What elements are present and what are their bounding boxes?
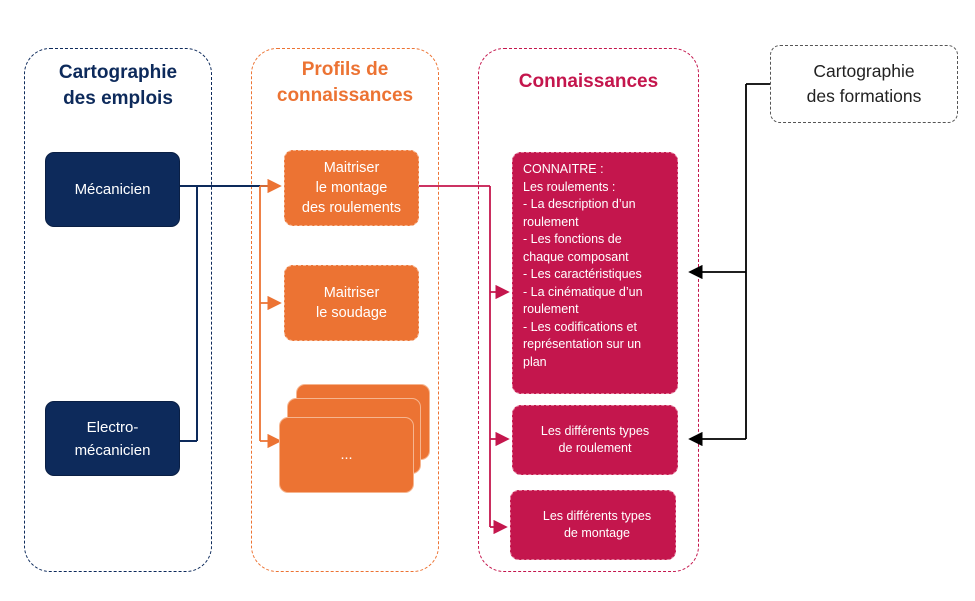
- formations-connector: [688, 83, 770, 447]
- connaissance-types-roulement: Les différents types de roulement: [512, 405, 678, 475]
- connaissance-line: - La cinématique d’un: [523, 284, 643, 299]
- profil-more-label: ...: [340, 447, 353, 463]
- emploi-mecanicien-label: Mécanicien: [74, 181, 151, 198]
- connaissance-types-montage: Les différents types de montage: [510, 490, 676, 560]
- emploi-electromecanicien-line2: mécanicien: [74, 441, 151, 459]
- emplois-connector: [180, 185, 276, 442]
- connaissance-line: roulement: [523, 214, 579, 229]
- connaissance-line: - Les fonctions de: [523, 232, 622, 246]
- connaissance-line: CONNAITRE :: [523, 162, 604, 176]
- connaissance-line: Les roulements :: [523, 179, 616, 194]
- profil-montage-line2: le montage: [315, 180, 388, 196]
- cartographie-formations: Cartographie des formations: [770, 45, 958, 123]
- emploi-mecanicien: Mécanicien: [45, 152, 180, 227]
- profil-soudage-line1: Maitriser: [323, 285, 380, 301]
- column-profils-title: Profils de connaissances: [252, 57, 438, 109]
- profil-more: ...: [279, 417, 414, 493]
- column-profils: Profils de connaissances: [251, 48, 439, 572]
- column-connaissances: Connaissances: [478, 48, 699, 572]
- connaissances-connector: [418, 185, 510, 535]
- column-connaissances-title: Connaissances: [518, 71, 659, 92]
- formations-line1: Cartographie: [813, 61, 915, 81]
- connaissance-line: représentation sur un: [523, 337, 642, 351]
- types-montage-line1: Les différents types: [542, 508, 652, 523]
- connaissance-line: - La description d’un: [523, 197, 636, 211]
- profil-montage-line3: des roulements: [301, 200, 402, 216]
- formations-line2: des formations: [806, 86, 922, 106]
- profils-connector: [259, 178, 282, 449]
- types-montage-line2: de montage: [563, 526, 631, 540]
- types-roulement-line1: Les différents types: [540, 423, 650, 438]
- types-roulement-line2: de roulement: [558, 441, 632, 455]
- column-emplois-title-line1: Cartographie: [58, 62, 178, 83]
- connaissance-roulements-text: CONNAITRE : Les roulements : - La descript…: [523, 161, 643, 371]
- connaissance-line: - Les codifications et: [523, 319, 637, 334]
- column-emplois-title-line2: des emplois: [63, 88, 173, 109]
- profil-montage-roulements: Maitriser le montage des roulements: [284, 150, 419, 226]
- column-emplois: Cartographie des emplois: [24, 48, 212, 572]
- connaissance-line: plan: [523, 354, 547, 369]
- connaissance-roulements: CONNAITRE : Les roulements : - La descript…: [512, 152, 678, 394]
- column-emplois-title: Cartographie des emplois: [25, 60, 211, 112]
- profil-soudage-line2: le soudage: [316, 305, 387, 321]
- connaissance-line: - Les caractéristiques: [523, 267, 642, 281]
- profil-montage-line1: Maitriser: [323, 160, 380, 176]
- column-profils-title-line1: Profils de: [301, 59, 389, 80]
- column-profils-title-line2: connaissances: [276, 85, 414, 106]
- profil-soudage: Maitriser le soudage: [284, 265, 419, 341]
- emploi-electromecanicien-line1: Electro-: [86, 418, 139, 436]
- connaissance-line: roulement: [523, 302, 579, 316]
- connaissance-line: chaque composant: [523, 249, 629, 264]
- emploi-electromecanicien: Electro- mécanicien: [45, 401, 180, 476]
